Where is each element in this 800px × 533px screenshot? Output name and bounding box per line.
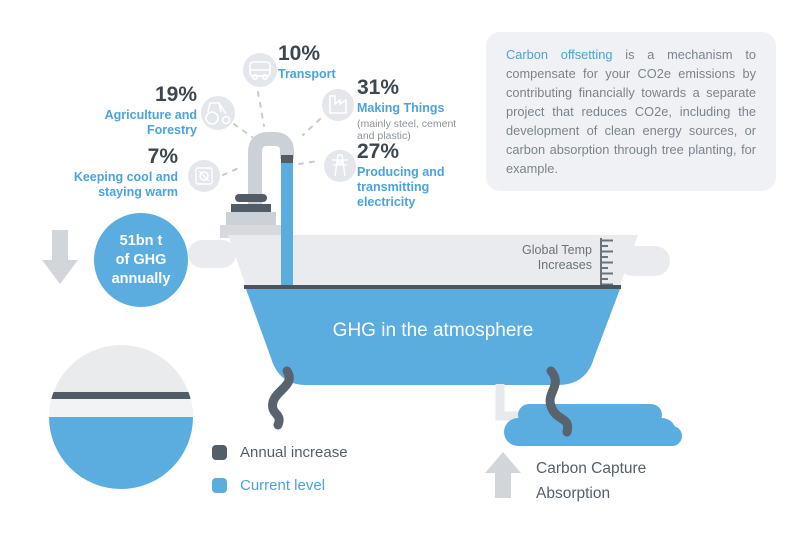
water-stream [281, 155, 293, 289]
emission-cooling-heating-pct: 7% [147, 145, 178, 168]
annual-increase-line [244, 285, 621, 289]
emission-making-things-note: (mainly steel, cement and plastic) [357, 117, 457, 143]
legend-item-annual-increase: Annual increase [212, 444, 348, 461]
tub-water-label: GHG in the atmosphere [332, 320, 534, 341]
faucet-pipe [248, 132, 294, 240]
legend: Annual increase Current level [212, 444, 348, 510]
emission-icons [188, 53, 356, 192]
bathtub-rim-right [618, 246, 670, 276]
emission-transport-pct: 10% [278, 42, 321, 65]
emission-cooling-heating-label: Keeping cool and staying warm [73, 170, 178, 199]
emission-making-things: 31% Making Things (mainly steel, cement … [357, 76, 457, 143]
emission-agriculture: 19% Agriculture and Forestry [87, 83, 197, 138]
pylon-icon [324, 150, 356, 182]
emission-making-things-pct: 31% [357, 76, 400, 99]
stream-current [281, 163, 293, 289]
zoom-annual-line [49, 392, 193, 399]
carbon-capture-line2: Absorption [536, 485, 611, 502]
carbon-capture-sponge [504, 404, 682, 446]
global-temp-line2: Increases [537, 258, 592, 272]
tub-foot-left [268, 366, 294, 430]
carbon-capture-line1: Carbon Capture [536, 460, 647, 477]
water-current-level [246, 289, 620, 385]
arrow-up-icon [485, 452, 521, 498]
emission-transport: 10% Transport [278, 42, 373, 82]
tub-feet [268, 366, 573, 437]
legend-label-annual: Annual increase [240, 444, 348, 461]
global-temp-line1: Global Temp [522, 243, 592, 257]
annual-ghg-line2: of GHG [115, 251, 167, 268]
emission-transport-label: Transport [278, 67, 336, 82]
legend-label-current: Current level [240, 477, 326, 494]
stream-annual-tip [281, 155, 293, 163]
faucet-collar [231, 204, 271, 212]
legend-item-current-level: Current level [212, 477, 348, 494]
emission-agriculture-label: Agriculture and Forestry [104, 108, 197, 137]
info-box-body: is a mechanism to compensate for your CO… [506, 47, 756, 176]
bathtub-rim-left [188, 240, 236, 268]
zoom-current-level [49, 417, 193, 489]
faucet-pedestal [226, 212, 276, 225]
legend-swatch-current [212, 478, 227, 493]
flow-arrows [42, 230, 521, 498]
car-icon [243, 53, 277, 87]
annual-ghg-badge: 51bn t of GHG annually [94, 213, 188, 307]
annual-ghg-line1: 51bn t [119, 232, 163, 249]
emission-electricity-pct: 27% [357, 140, 400, 163]
tub-foot-right [545, 366, 573, 437]
emission-agriculture-pct: 19% [154, 83, 197, 106]
info-box-highlight: Carbon offsetting [506, 47, 613, 62]
legend-swatch-annual [212, 445, 227, 460]
global-temp-label: Global Temp Increases [522, 243, 592, 273]
annual-ghg-line3: annually [111, 270, 171, 287]
emission-electricity-label: Producing and transmitting electricity [357, 165, 445, 209]
emission-cooling-heating: 7% Keeping cool and staying warm [73, 145, 178, 200]
carbon-capture-label: Carbon Capture Absorption [536, 456, 646, 506]
temperature-ruler [600, 238, 613, 287]
arrow-down-icon [42, 230, 78, 284]
faucet [220, 132, 294, 240]
carbon-offsetting-info-box: Carbon offsetting is a mechanism to comp… [486, 32, 776, 191]
faucet-base [220, 225, 282, 238]
faucet-handle [235, 194, 267, 202]
dashed-connectors [222, 91, 321, 176]
emission-electricity: 27% Producing and transmitting electrici… [357, 140, 449, 209]
waterline-zoom-circle [49, 345, 193, 489]
emission-making-things-label: Making Things [357, 101, 445, 116]
factory-icon [322, 89, 354, 121]
air-conditioner-icon [188, 160, 220, 192]
tractor-icon [201, 96, 235, 130]
